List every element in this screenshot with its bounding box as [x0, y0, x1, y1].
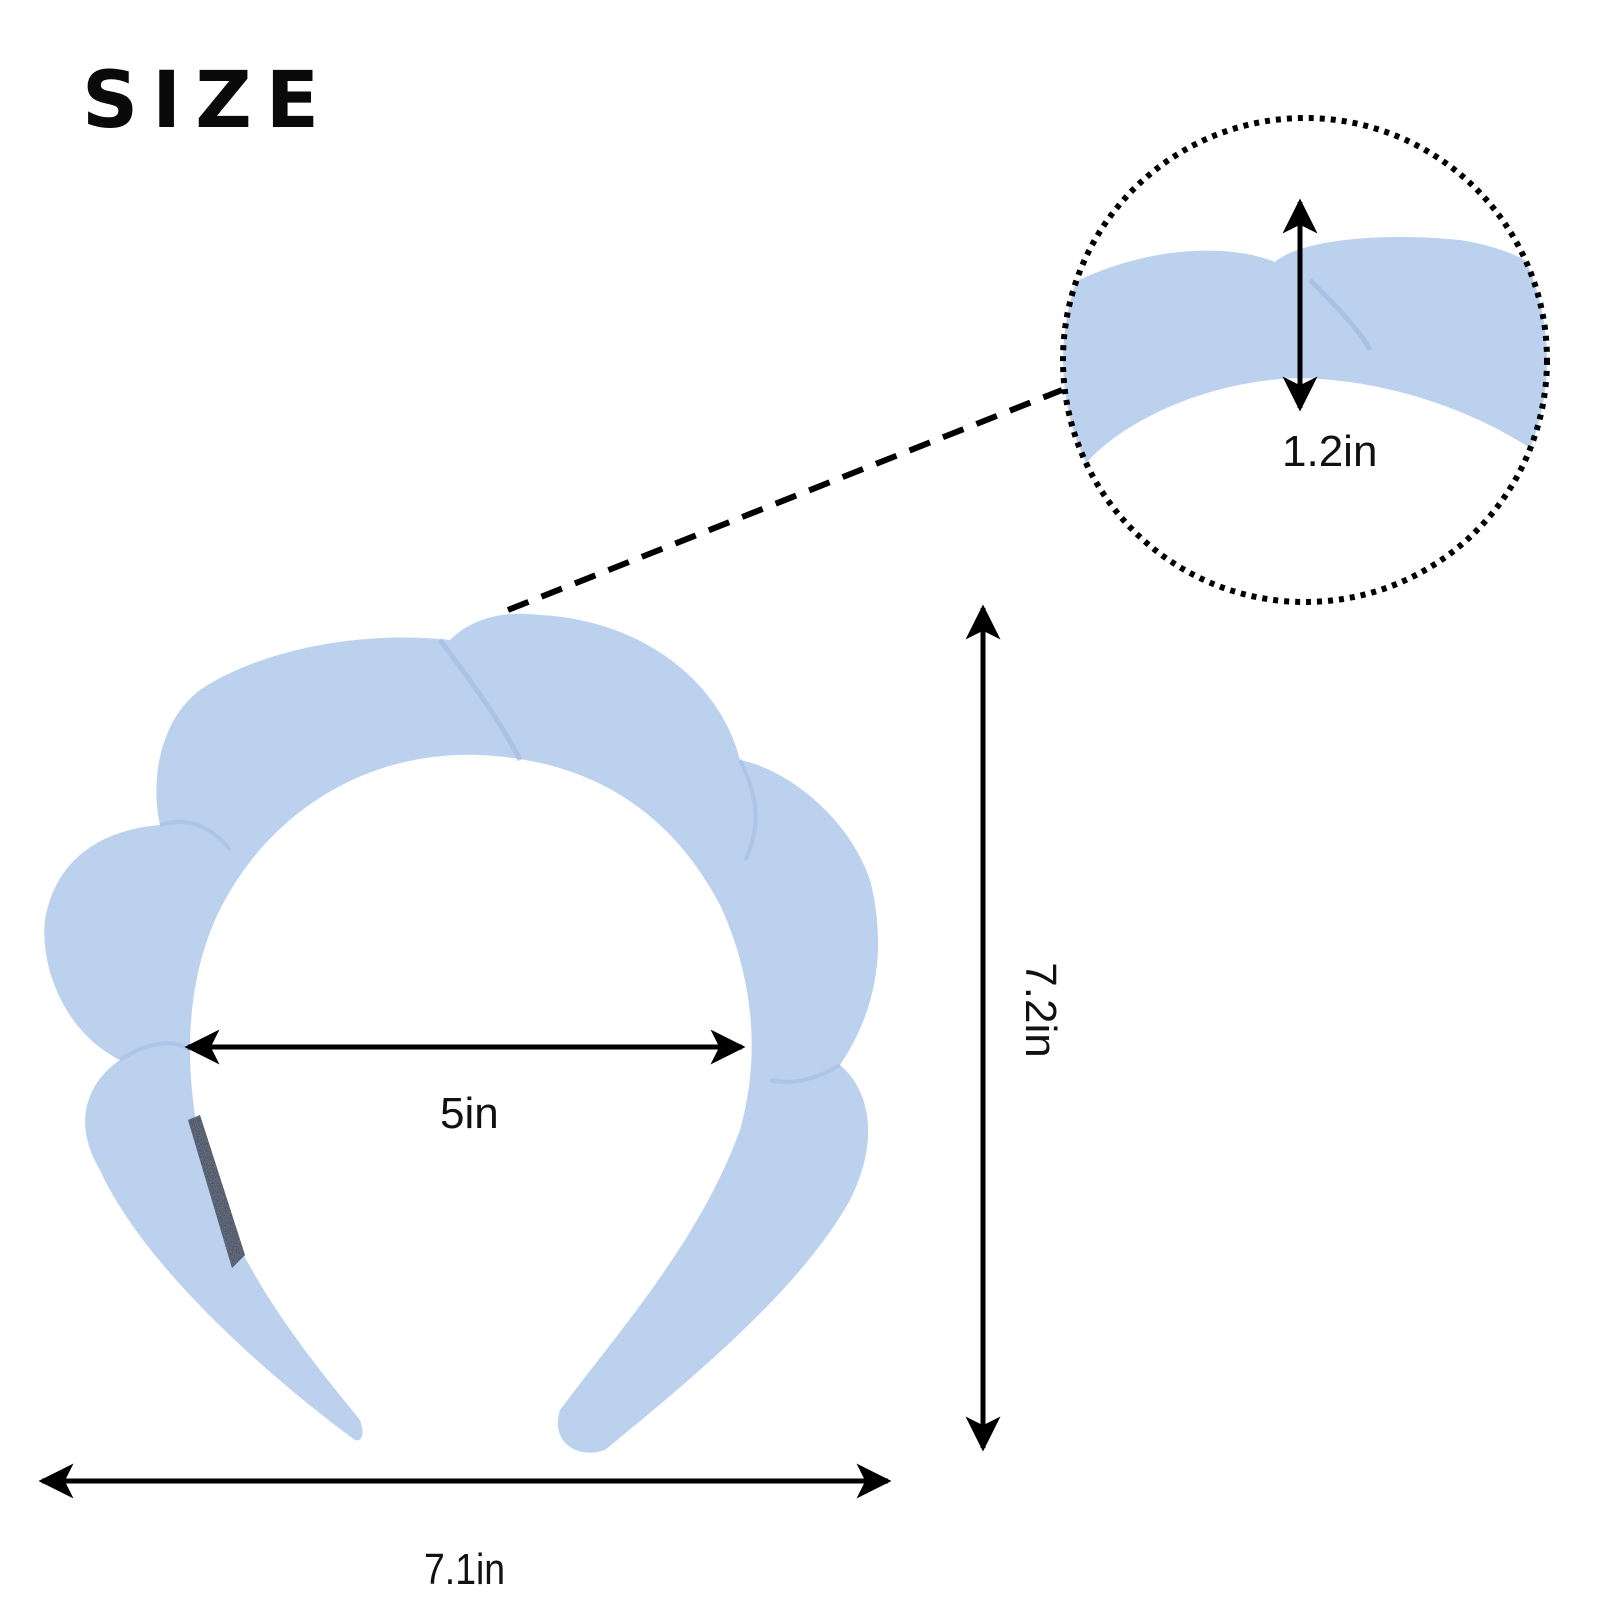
label-tag	[188, 1115, 245, 1268]
total-height-label: 7.2in	[1016, 962, 1065, 1058]
thickness-label: 1.2in	[1282, 427, 1378, 476]
callout-connector	[506, 387, 1064, 613]
total-width-label: 7.1in	[424, 1545, 506, 1594]
page-title: SIZE	[82, 56, 334, 146]
inner-width-label: 5in	[440, 1089, 499, 1138]
callout-circle	[1060, 115, 1550, 605]
headband-image	[44, 613, 879, 1453]
